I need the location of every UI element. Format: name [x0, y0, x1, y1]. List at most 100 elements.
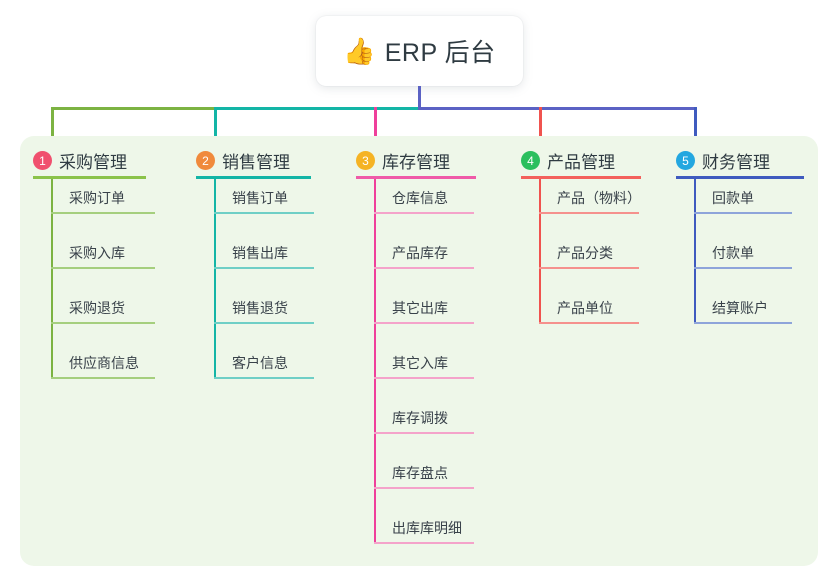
- branch-number-badge: 4: [521, 151, 540, 170]
- leaf-node[interactable]: 库存盘点: [374, 459, 474, 489]
- leaf-node[interactable]: 产品分类: [539, 239, 639, 269]
- branch-header-1[interactable]: 1 采购管理: [33, 148, 127, 173]
- branch-underline: [676, 176, 804, 179]
- leaf-node[interactable]: 客户信息: [214, 349, 314, 379]
- leaf-node-label: 回款单: [712, 190, 754, 206]
- leaf-node[interactable]: 销售出库: [214, 239, 314, 269]
- leaf-node-label: 销售出库: [232, 245, 288, 261]
- branch-title: 采购管理: [59, 153, 127, 172]
- branch-header-3[interactable]: 3 库存管理: [356, 148, 450, 173]
- leaf-node[interactable]: 其它入库: [374, 349, 474, 379]
- leaf-node-label: 出库库明细: [392, 520, 462, 536]
- leaf-node-label: 采购退货: [69, 300, 125, 316]
- leaf-node-underline: [51, 322, 155, 324]
- leaf-node-underline: [51, 212, 155, 214]
- leaf-node-underline: [214, 212, 314, 214]
- branch-title: 销售管理: [222, 153, 290, 172]
- leaf-node-label: 其它出库: [392, 300, 448, 316]
- leaf-node-underline: [374, 432, 474, 434]
- branch-title: 财务管理: [702, 153, 770, 172]
- branch-number-badge: 1: [33, 151, 52, 170]
- branch-spine: [694, 179, 696, 324]
- branch-title: 库存管理: [382, 153, 450, 172]
- leaf-node-underline: [694, 212, 792, 214]
- branch-header-4[interactable]: 4 产品管理: [521, 148, 615, 173]
- leaf-node[interactable]: 产品单位: [539, 294, 639, 324]
- leaf-node-underline: [539, 322, 639, 324]
- leaf-node-label: 产品单位: [557, 300, 613, 316]
- leaf-node-underline: [214, 377, 314, 379]
- leaf-node-underline: [214, 322, 314, 324]
- leaf-node[interactable]: 销售退货: [214, 294, 314, 324]
- leaf-node-label: 采购入库: [69, 245, 125, 261]
- leaf-node[interactable]: 出库库明细: [374, 514, 474, 544]
- root-node[interactable]: 👍 ERP 后台: [316, 16, 523, 86]
- branch-title: 产品管理: [547, 153, 615, 172]
- leaf-node-label: 产品（物料）: [557, 190, 641, 206]
- leaf-node[interactable]: 采购入库: [51, 239, 155, 269]
- branch-drop-4: [539, 107, 542, 150]
- leaf-node[interactable]: 结算账户: [694, 294, 792, 324]
- leaf-node-label: 付款单: [712, 245, 754, 261]
- leaf-node-label: 产品库存: [392, 245, 448, 261]
- root-stem: [418, 86, 421, 110]
- leaf-node-underline: [374, 487, 474, 489]
- branch-number-badge: 5: [676, 151, 695, 170]
- leaf-node-label: 其它入库: [392, 355, 448, 371]
- leaf-node[interactable]: 产品库存: [374, 239, 474, 269]
- leaf-node-underline: [214, 267, 314, 269]
- root-node-title: ERP 后台: [384, 39, 496, 67]
- leaf-node[interactable]: 供应商信息: [51, 349, 155, 379]
- leaf-node[interactable]: 库存调拨: [374, 404, 474, 434]
- branch-spine: [539, 179, 541, 324]
- branch-number-badge: 2: [196, 151, 215, 170]
- thumbs-up-icon: 👍: [343, 36, 376, 66]
- leaf-node-underline: [374, 212, 474, 214]
- branch-drop-5: [694, 107, 697, 150]
- leaf-node[interactable]: 采购退货: [51, 294, 155, 324]
- leaf-node-label: 供应商信息: [69, 355, 139, 371]
- leaf-node[interactable]: 其它出库: [374, 294, 474, 324]
- leaf-node-underline: [374, 267, 474, 269]
- branch-underline: [196, 176, 311, 179]
- leaf-node[interactable]: 采购订单: [51, 184, 155, 214]
- bus-segment-3: [418, 107, 697, 110]
- leaf-node-label: 销售订单: [232, 190, 288, 206]
- leaf-node-label: 客户信息: [232, 355, 288, 371]
- leaf-node-underline: [374, 542, 474, 544]
- branch-drop-3: [374, 107, 377, 150]
- branch-underline: [33, 176, 146, 179]
- leaf-node-underline: [374, 322, 474, 324]
- leaf-node-underline: [374, 377, 474, 379]
- branch-drop-1: [51, 107, 54, 150]
- leaf-node-label: 产品分类: [557, 245, 613, 261]
- leaf-node-label: 仓库信息: [392, 190, 448, 206]
- leaf-node-label: 库存盘点: [392, 465, 448, 481]
- leaf-node-underline: [539, 267, 639, 269]
- bus-segment-2: [214, 107, 419, 110]
- branch-number-badge: 3: [356, 151, 375, 170]
- branch-header-2[interactable]: 2 销售管理: [196, 148, 290, 173]
- leaf-node[interactable]: 付款单: [694, 239, 792, 269]
- leaf-node-label: 销售退货: [232, 300, 288, 316]
- leaf-node[interactable]: 仓库信息: [374, 184, 474, 214]
- leaf-node-label: 采购订单: [69, 190, 125, 206]
- leaf-node[interactable]: 销售订单: [214, 184, 314, 214]
- leaf-node-underline: [51, 377, 155, 379]
- leaf-node-label: 结算账户: [712, 300, 768, 316]
- branch-underline: [356, 176, 476, 179]
- branch-drop-2: [214, 107, 217, 150]
- branch-spine: [374, 179, 376, 544]
- leaf-node-underline: [694, 322, 792, 324]
- leaf-node-label: 库存调拨: [392, 410, 448, 426]
- bus-segment-1: [51, 107, 216, 110]
- leaf-node-underline: [539, 212, 639, 214]
- branch-spine: [51, 179, 53, 379]
- branch-header-5[interactable]: 5 财务管理: [676, 148, 770, 173]
- branch-underline: [521, 176, 641, 179]
- leaf-node[interactable]: 产品（物料）: [539, 184, 641, 214]
- branch-spine: [214, 179, 216, 379]
- content-panel: [20, 136, 818, 566]
- leaf-node[interactable]: 回款单: [694, 184, 792, 214]
